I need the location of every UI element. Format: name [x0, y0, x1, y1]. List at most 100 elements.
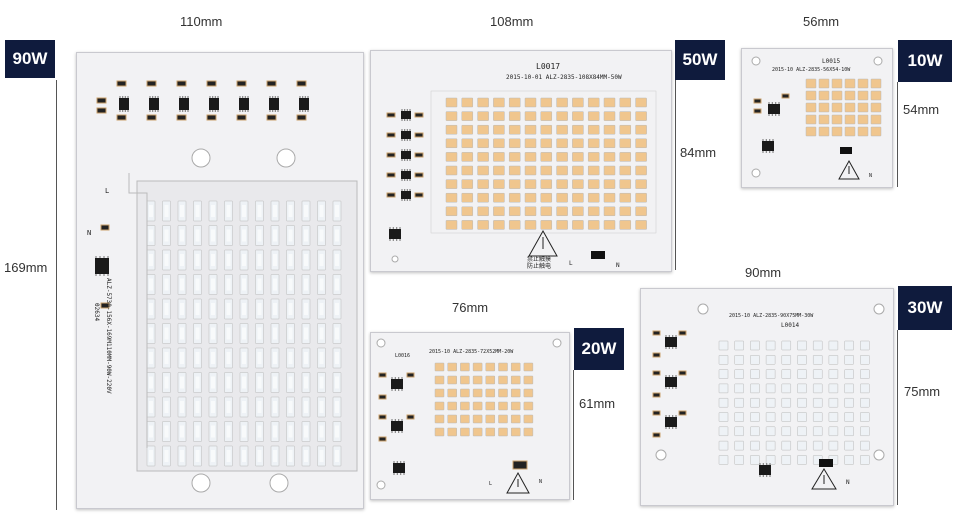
ic-chip — [391, 421, 403, 431]
led-array-50w — [445, 97, 647, 230]
mounting-hole-icon — [269, 473, 289, 493]
smd-resistor — [840, 147, 852, 154]
smd-led — [857, 90, 869, 101]
led-array-90w — [136, 180, 358, 472]
smd-led — [540, 111, 553, 121]
pin-label-live: L — [569, 260, 573, 267]
smd-led — [498, 414, 508, 424]
ic-chip — [393, 463, 405, 473]
smd-led — [603, 124, 616, 135]
smd-led — [445, 111, 458, 121]
smd-led — [870, 102, 882, 113]
smd-led — [870, 126, 882, 137]
smd-led — [844, 369, 854, 379]
warning-triangle-icon — [811, 468, 837, 490]
smd-resistor — [781, 93, 790, 99]
smd-led — [635, 206, 647, 217]
smd-led — [472, 362, 483, 372]
smd-resistor — [236, 80, 247, 87]
smd-led — [524, 97, 537, 108]
smd-resistor — [146, 80, 157, 87]
smd-led — [461, 138, 474, 149]
smd-led — [460, 362, 470, 372]
smd-led — [498, 401, 508, 411]
smd-led — [797, 455, 807, 465]
smd-led — [828, 426, 839, 437]
ic-chip — [391, 379, 403, 389]
smd-resistor — [753, 98, 762, 104]
smd-led — [572, 165, 584, 176]
pin-label-live: L — [105, 187, 109, 195]
smd-led — [556, 192, 568, 203]
smd-led — [870, 114, 882, 125]
board-code-20w: 2015-10 ALZ-2835-72X52MM-20W — [429, 349, 514, 355]
smd-led — [844, 78, 856, 89]
smd-led — [603, 152, 616, 162]
smd-led — [587, 220, 600, 230]
smd-resistor — [414, 112, 424, 118]
smd-led — [718, 455, 729, 465]
smd-led — [524, 124, 537, 135]
smd-led — [734, 369, 744, 379]
smd-led — [781, 369, 792, 379]
smd-led — [460, 401, 470, 411]
smd-led — [572, 111, 584, 121]
smd-resistor — [266, 114, 277, 121]
smd-led — [750, 412, 760, 422]
smd-led — [508, 124, 521, 135]
smd-led — [540, 206, 553, 217]
smd-led — [734, 455, 744, 465]
board-model-30w: L0014 — [781, 322, 799, 329]
smd-resistor — [386, 172, 396, 178]
smd-led — [812, 397, 823, 408]
smd-led — [765, 355, 776, 365]
smd-led — [524, 179, 537, 189]
smd-resistor — [146, 114, 157, 121]
smd-led — [805, 126, 817, 137]
ic-chip — [401, 171, 411, 179]
smd-resistor — [116, 80, 127, 87]
smd-led — [603, 165, 616, 176]
smd-led — [493, 138, 505, 149]
power-badge-30w: 30W — [898, 286, 952, 330]
ic-chip — [149, 98, 159, 110]
smd-led — [572, 179, 584, 189]
smd-led — [619, 165, 632, 176]
pin-label-neutral: N — [87, 229, 91, 237]
ic-chip — [269, 98, 279, 110]
pcb-board-30w: 2015-10 ALZ-2835-90X75MM-30W L0014 N — [640, 288, 894, 506]
smd-led — [540, 179, 553, 189]
dimension-height-10w: 54mm — [903, 102, 940, 117]
smd-led — [556, 138, 568, 149]
smd-led — [812, 440, 823, 451]
smd-led — [828, 369, 839, 379]
smd-led — [461, 192, 474, 203]
warning-triangle-icon — [528, 229, 558, 257]
smd-resistor — [652, 330, 661, 336]
smd-led — [860, 383, 870, 394]
pcb-board-20w: L0016 2015-10 ALZ-2835-72X52MM-20W L N — [370, 332, 570, 500]
smd-led — [523, 375, 534, 385]
mounting-hole-icon — [552, 338, 562, 348]
warning-text-bottom: 防止触电 — [527, 262, 551, 270]
smd-led — [587, 192, 600, 203]
smd-led — [524, 220, 537, 230]
smd-led — [828, 440, 839, 451]
smd-led — [797, 440, 807, 451]
smd-led — [718, 412, 729, 422]
smd-led — [477, 97, 489, 108]
smd-resistor — [414, 152, 424, 158]
smd-resistor — [386, 132, 396, 138]
smd-led — [734, 412, 744, 422]
warning-text-top: 禁止触摸 — [527, 255, 551, 263]
board-model-10w: L0015 — [822, 58, 840, 65]
smd-led — [445, 206, 458, 217]
smd-led — [781, 426, 792, 437]
smd-led — [818, 126, 830, 137]
smd-led — [781, 340, 792, 351]
pin-label-neutral: N — [616, 262, 620, 269]
led-array-30w — [718, 340, 870, 465]
smd-led — [587, 206, 600, 217]
smd-led — [587, 111, 600, 121]
ic-chip — [389, 229, 401, 239]
